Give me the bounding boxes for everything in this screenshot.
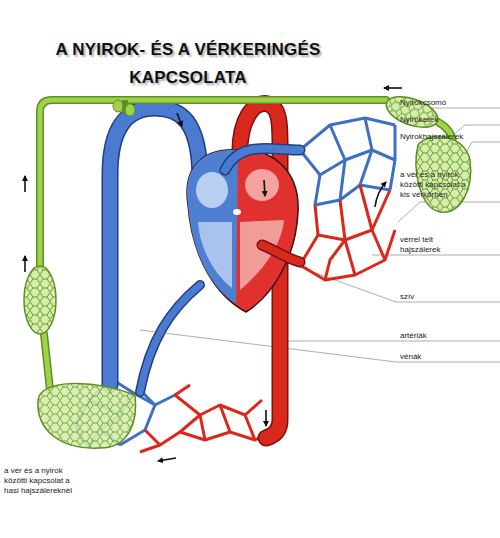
lung-capillaries (330, 125, 345, 200)
flow-arrows (158, 458, 176, 461)
flow-arrows (177, 113, 182, 126)
part-label: Nyirokhajszálerek (400, 132, 498, 142)
abdominal-capillaries (175, 385, 205, 440)
lung-capillaries (340, 200, 355, 275)
abdominal-capillaries (140, 445, 160, 452)
part-label: artériák (400, 331, 490, 341)
great-vessels (140, 285, 200, 392)
leader-lines (140, 330, 500, 362)
abdominal-capillaries (140, 385, 278, 452)
lymph-system (24, 91, 471, 449)
pulmonary-vessels (225, 148, 300, 170)
heart (196, 172, 228, 208)
part-label: szív (400, 292, 490, 302)
lung-capillaries (360, 118, 372, 185)
pulmonary-vessels (262, 245, 300, 262)
diagram-title: A NYIROK- ÉS A VÉRKERINGÉS KAPCSOLATA (28, 36, 348, 92)
lung-capillaries (300, 118, 395, 280)
lung-capillaries (360, 185, 385, 260)
lymph-system (382, 91, 442, 134)
pulmonary-vessels (262, 245, 300, 262)
lung-capillaries (390, 125, 395, 190)
heart (187, 150, 238, 304)
lung-capillaries (325, 240, 345, 280)
abdominal-capillaries (155, 395, 175, 405)
callout-text: a vér és a nyirok közötti kapcsolat a ha… (4, 466, 86, 496)
heart (187, 150, 298, 312)
lung-capillaries (315, 175, 390, 205)
lung-capillaries (300, 118, 395, 205)
callout-text: a vér és a nyirok közötti kapcsolat a ki… (400, 170, 466, 200)
lymph-system (38, 384, 136, 449)
flow-arrows (264, 180, 265, 196)
flow-arrows (24, 256, 26, 272)
lung-capillaries (300, 150, 395, 175)
heart (233, 209, 241, 215)
lymph-system (125, 104, 135, 116)
pulmonary-vessels (225, 148, 300, 262)
leader-lines (372, 255, 500, 256)
lymph-system (40, 100, 453, 390)
lung-capillaries (300, 185, 395, 280)
lung-capillaries (315, 205, 318, 235)
abdominal-capillaries (245, 400, 262, 415)
leader-lines (282, 341, 500, 342)
great-vessels (140, 285, 200, 392)
heart (245, 169, 279, 201)
lymph-system (113, 100, 123, 112)
flow-arrows (384, 87, 402, 89)
pulmonary-vessels (225, 148, 300, 170)
heart (187, 150, 298, 312)
heart (198, 222, 232, 288)
lung-capillaries (300, 118, 395, 150)
flow-arrows (24, 176, 26, 192)
abdominal-capillaries (220, 405, 230, 432)
part-label: vénák (400, 352, 490, 362)
part-label: Nyirokcsomó (400, 98, 498, 108)
flow-arrows (25, 88, 402, 461)
part-label: Nyirokerek (400, 115, 498, 125)
part-label: vérrel telt hajszálerek (400, 235, 450, 255)
abdominal-capillaries (180, 405, 255, 440)
lymph-system (24, 266, 56, 334)
leader-lines (432, 108, 500, 109)
flow-arrows (375, 182, 386, 207)
flow-arrows (265, 410, 267, 426)
lymph-system (40, 100, 453, 390)
